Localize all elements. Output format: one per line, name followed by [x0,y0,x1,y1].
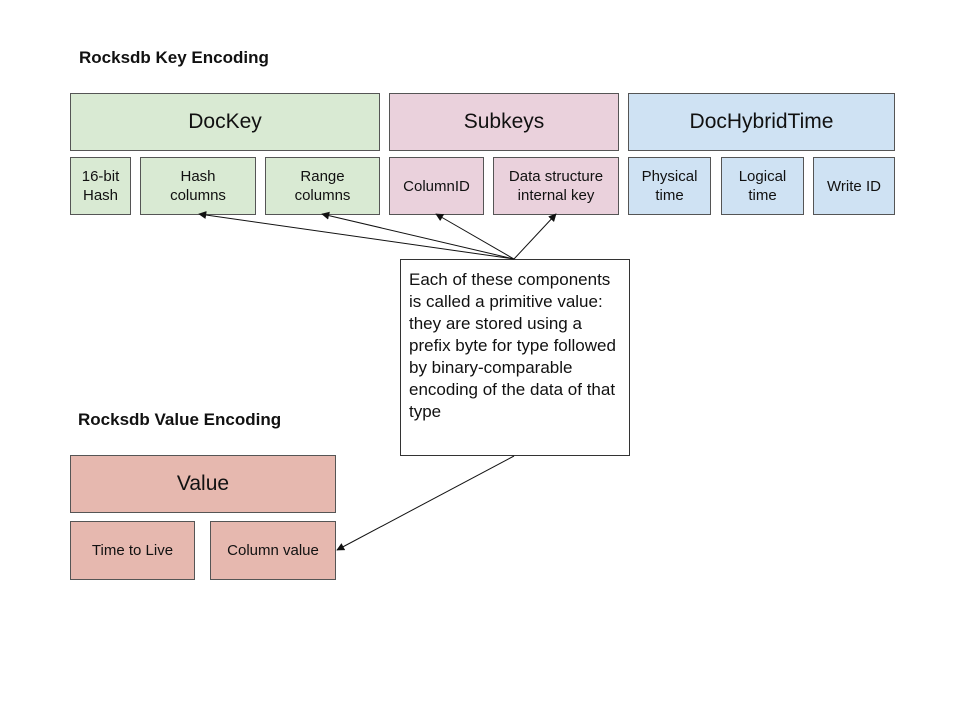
primitive-value-note: Each of these components is called a pri… [400,259,630,456]
logical-time-box: Logical time [721,157,804,215]
arrow-to-column-value [336,455,515,551]
arrow-to-hash-columns [198,211,515,260]
key-encoding-title: Rocksdb Key Encoding [79,48,269,67]
subkeys-box: Subkeys [389,93,619,151]
data-structure-internal-key-box: Data structure internal key [493,157,619,215]
arrow-to-range-columns [321,211,515,260]
arrow-to-data-structure-key [513,213,557,260]
hash-16bit-box: 16-bit Hash [70,157,131,215]
write-id-box: Write ID [813,157,895,215]
dockey-box: DocKey [70,93,380,151]
dochybridtime-box: DocHybridTime [628,93,895,151]
value-encoding-title: Rocksdb Value Encoding [78,410,282,429]
physical-time-box: Physical time [628,157,711,215]
arrow-to-columnid [435,213,515,260]
value-box: Value [70,455,336,513]
column-value-box: Column value [210,521,336,580]
time-to-live-box: Time to Live [70,521,195,580]
hash-columns-box: Hash columns [140,157,256,215]
columnid-box: ColumnID [389,157,484,215]
